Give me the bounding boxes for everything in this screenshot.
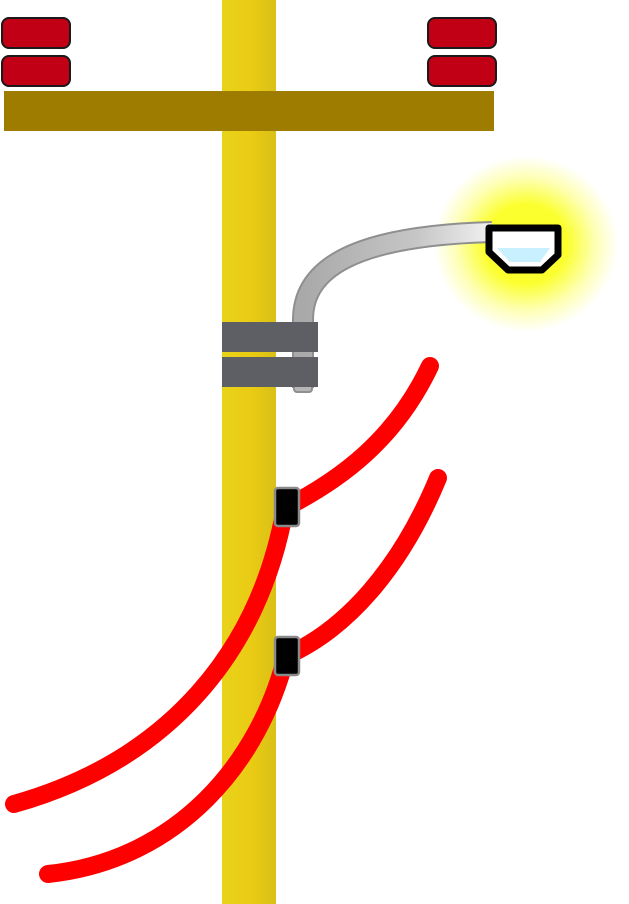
insulator-group-left	[1, 17, 71, 87]
insulator	[1, 17, 71, 49]
cable-clip	[273, 486, 301, 528]
cable-clip	[273, 635, 301, 677]
insulator	[427, 17, 497, 49]
insulator	[1, 55, 71, 87]
crossarm	[4, 91, 494, 131]
insulator-group-right	[427, 17, 497, 87]
power-cable	[5, 357, 439, 813]
insulator	[427, 55, 497, 87]
street-lamp	[485, 224, 562, 274]
pole-clamp	[222, 357, 318, 387]
pole-clamp	[222, 322, 318, 352]
